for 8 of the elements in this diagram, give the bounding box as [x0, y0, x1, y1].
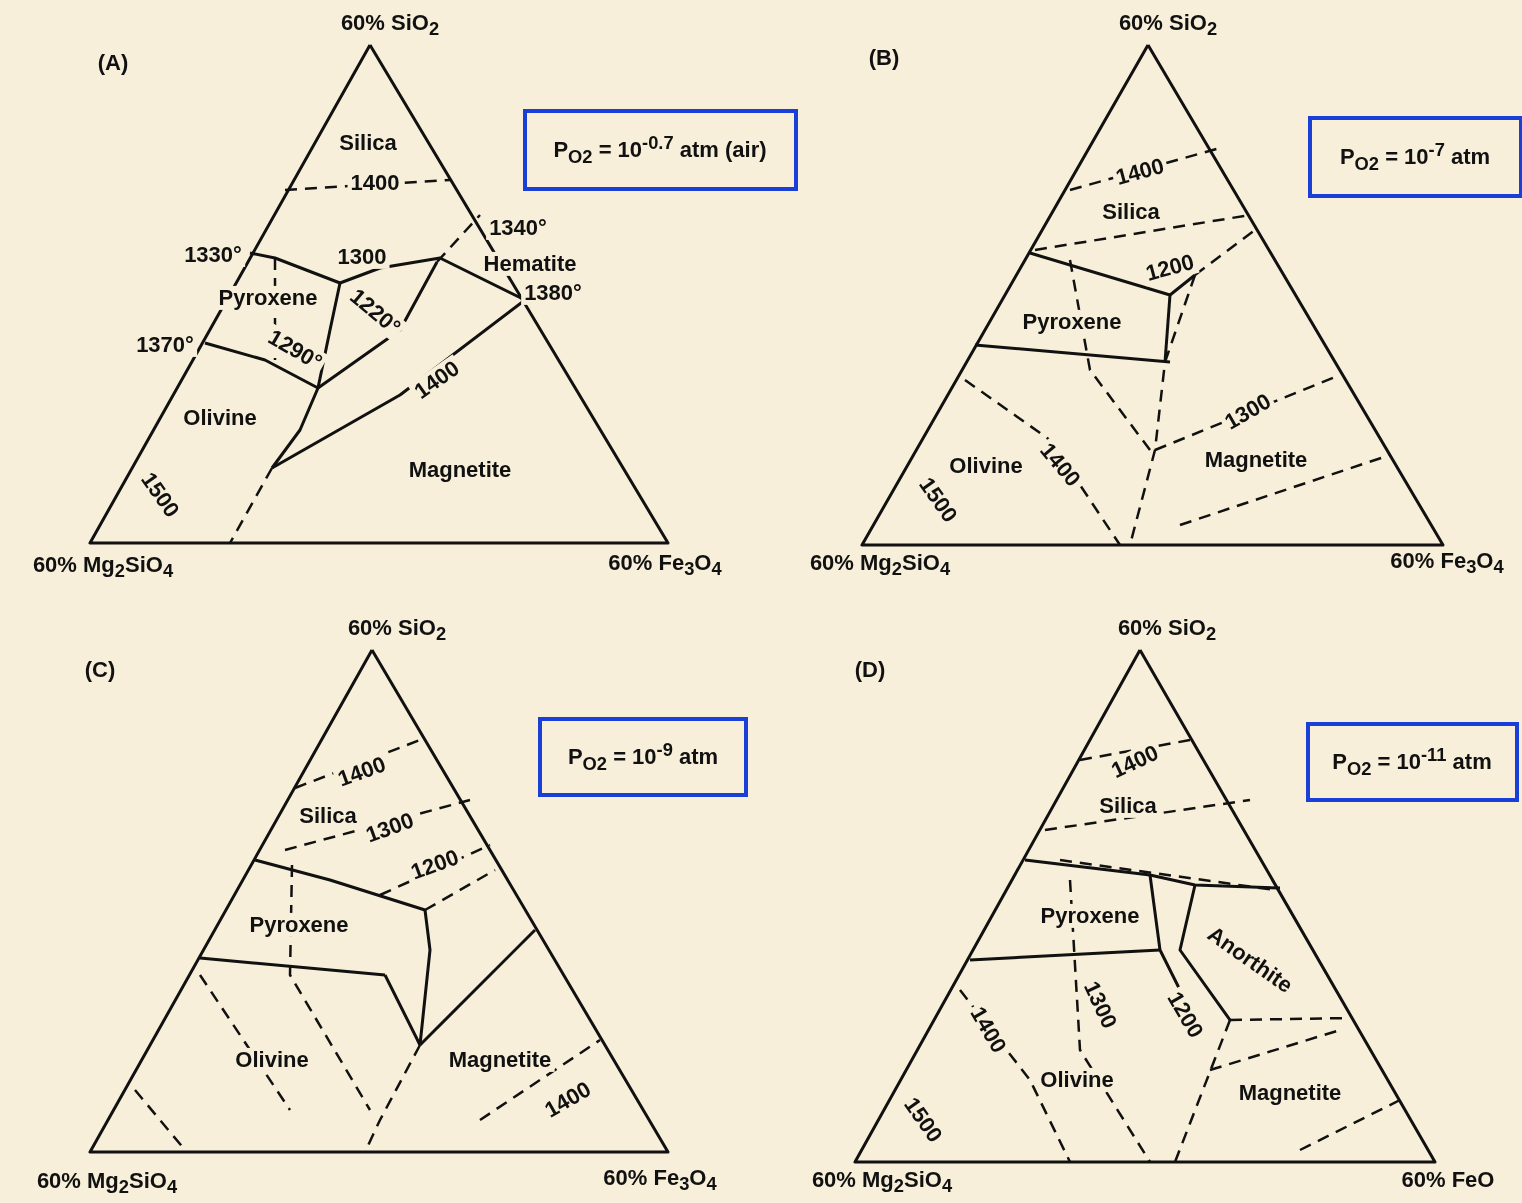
- oxygen-pressure-text: P$_{O2}$ = 10$^{-7}$ atm: [1339, 139, 1491, 175]
- oxygen-pressure-text: P$_{O2}$ = 10$^{-11}$ atm: [1332, 744, 1492, 780]
- condition-box: [1305, 722, 1519, 802]
- condition-box: [522, 109, 798, 191]
- condition-box: [538, 717, 748, 797]
- condition-box: [1307, 116, 1522, 198]
- oxygen-pressure-text: P$_{O2}$ = 10$^{-0.7}$ atm (air): [553, 132, 767, 168]
- oxygen-pressure-text: P$_{O2}$ = 10$^{-9}$ atm: [567, 739, 719, 775]
